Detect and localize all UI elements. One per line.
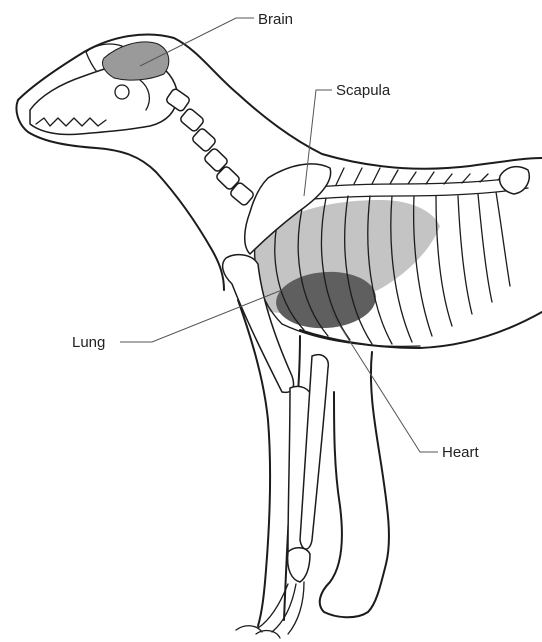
lung-label: Lung [72, 334, 105, 351]
brain-label: Brain [258, 11, 293, 28]
brain-region [102, 42, 168, 80]
heart-leader [330, 310, 438, 452]
cervical-vertebrae [165, 88, 255, 207]
heart-label: Heart [442, 444, 480, 461]
scapula-label: Scapula [336, 82, 391, 99]
